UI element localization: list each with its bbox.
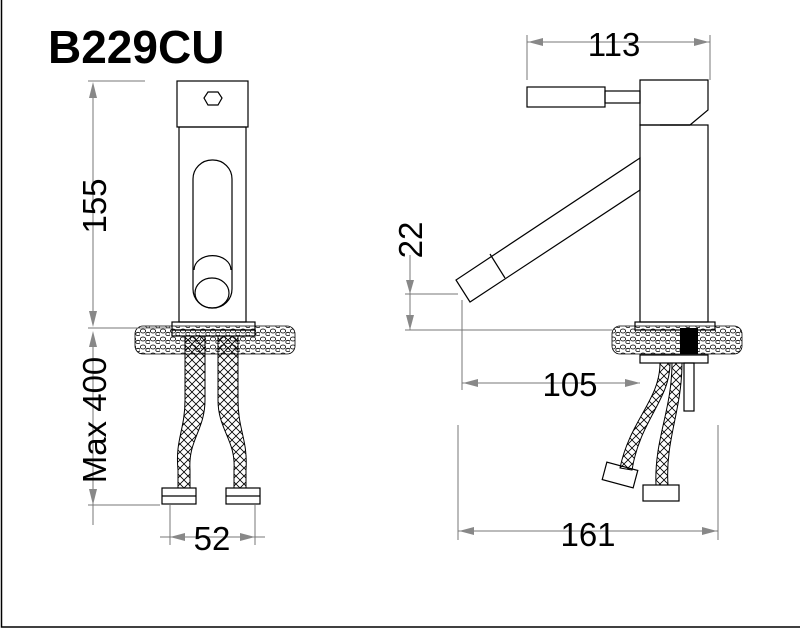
dimension-155: 155 [76, 80, 172, 329]
hex-screw-icon [203, 91, 223, 106]
dim-label-113: 113 [588, 26, 641, 63]
model-title: B229CU [48, 21, 224, 73]
front-view [134, 80, 296, 505]
faucet-body-side [639, 124, 709, 323]
lever-handle [526, 86, 606, 108]
spout-slot [192, 159, 233, 309]
dim-label-22: 22 [392, 222, 429, 259]
dim-label-max-400: Max 400 [76, 357, 113, 484]
dimension-52: 52 [160, 505, 265, 557]
hose-side-1 [619, 362, 671, 471]
dimension-161: 161 [457, 425, 719, 553]
hose-right [217, 335, 247, 489]
dim-label-155: 155 [76, 178, 113, 233]
spout-outlet [194, 277, 230, 309]
dim-label-161: 161 [560, 516, 615, 553]
hose-left [176, 335, 206, 489]
faucet-body [178, 126, 247, 323]
dimension-22: 22 [392, 222, 612, 331]
spout [455, 156, 641, 303]
handle-cap-side [639, 79, 709, 126]
dimension-113: 113 [526, 26, 711, 80]
dimension-105: 105 [461, 300, 640, 403]
dim-label-52: 52 [194, 520, 231, 557]
dim-label-105: 105 [542, 366, 597, 403]
side-view [455, 79, 743, 502]
dimension-max-400: Max 400 [76, 331, 160, 525]
countertop-section-side [611, 325, 743, 355]
handle-cap [176, 80, 249, 128]
